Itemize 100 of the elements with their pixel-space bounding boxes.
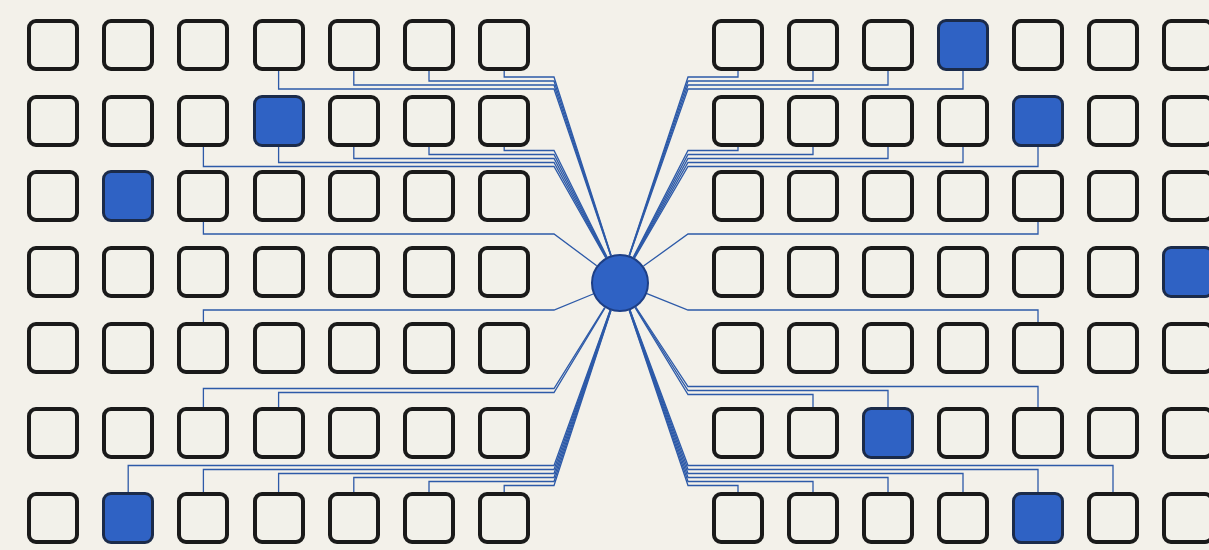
connector-line [353,70,612,257]
empty-square [27,492,79,544]
empty-square [252,407,305,459]
connector-line [642,221,1039,267]
empty-square [102,407,155,459]
empty-square [862,170,914,222]
connector-line [202,306,606,408]
empty-square [27,19,79,71]
filled-square [937,19,989,71]
empty-square [403,19,455,71]
empty-square [478,322,531,374]
empty-square [27,170,79,222]
empty-square [862,322,914,374]
empty-square [1162,322,1209,374]
empty-square [862,95,914,147]
empty-square [712,407,764,459]
empty-square [712,492,764,544]
empty-square [787,492,839,544]
empty-square [177,492,230,544]
connector-line [503,70,612,257]
empty-square [327,407,380,459]
empty-square [102,246,155,298]
empty-square [403,492,455,544]
filled-square [862,407,914,459]
filled-square [1162,246,1209,298]
empty-square [327,170,380,222]
empty-square [712,322,764,374]
empty-square [787,95,839,147]
empty-square [1012,322,1064,374]
empty-square [937,322,989,374]
connector-line [277,307,606,408]
empty-square [1087,322,1139,374]
empty-square [102,19,155,71]
empty-square [1162,19,1209,71]
empty-square [1087,492,1139,544]
connector-line [646,293,1039,323]
empty-square [937,407,989,459]
empty-square [1012,407,1064,459]
empty-square [712,170,764,222]
filled-square [102,170,155,222]
empty-square [937,95,989,147]
empty-square [327,492,380,544]
empty-square [712,95,764,147]
empty-square [937,246,989,298]
empty-square [27,407,79,459]
empty-square [1012,19,1064,71]
empty-square [177,19,230,71]
empty-square [177,95,230,147]
empty-square [1162,492,1209,544]
empty-square [252,322,305,374]
empty-square [403,322,455,374]
empty-square [1087,246,1139,298]
empty-square [177,407,230,459]
empty-square [327,95,380,147]
empty-square [862,246,914,298]
empty-square [252,246,305,298]
empty-square [478,170,531,222]
filled-square [1012,492,1064,544]
empty-square [787,246,839,298]
empty-square [102,95,155,147]
empty-square [478,492,531,544]
empty-square [862,19,914,71]
empty-square [327,322,380,374]
empty-square [177,170,230,222]
connector-line [202,221,598,267]
connector-line [635,306,1039,408]
empty-square [787,19,839,71]
empty-square [862,492,914,544]
empty-square [1087,407,1139,459]
empty-square [1162,170,1209,222]
empty-square [478,246,531,298]
empty-square [102,322,155,374]
filled-square [1012,95,1064,147]
empty-square [27,322,79,374]
empty-square [787,170,839,222]
empty-square [327,19,380,71]
empty-square [403,407,455,459]
empty-square [177,246,230,298]
empty-square [252,19,305,71]
empty-square [787,407,839,459]
empty-square [403,246,455,298]
empty-square [252,492,305,544]
empty-square [403,170,455,222]
filled-square [252,95,305,147]
empty-square [1162,95,1209,147]
empty-square [1162,407,1209,459]
empty-square [712,246,764,298]
empty-square [27,95,79,147]
empty-square [478,95,531,147]
empty-square [1012,170,1064,222]
connector-line [628,70,964,257]
empty-square [1087,170,1139,222]
empty-square [478,407,531,459]
empty-square [1012,246,1064,298]
empty-square [712,19,764,71]
empty-square [787,322,839,374]
empty-square [1087,19,1139,71]
empty-square [177,322,230,374]
connector-line [633,146,1039,259]
empty-square [27,246,79,298]
